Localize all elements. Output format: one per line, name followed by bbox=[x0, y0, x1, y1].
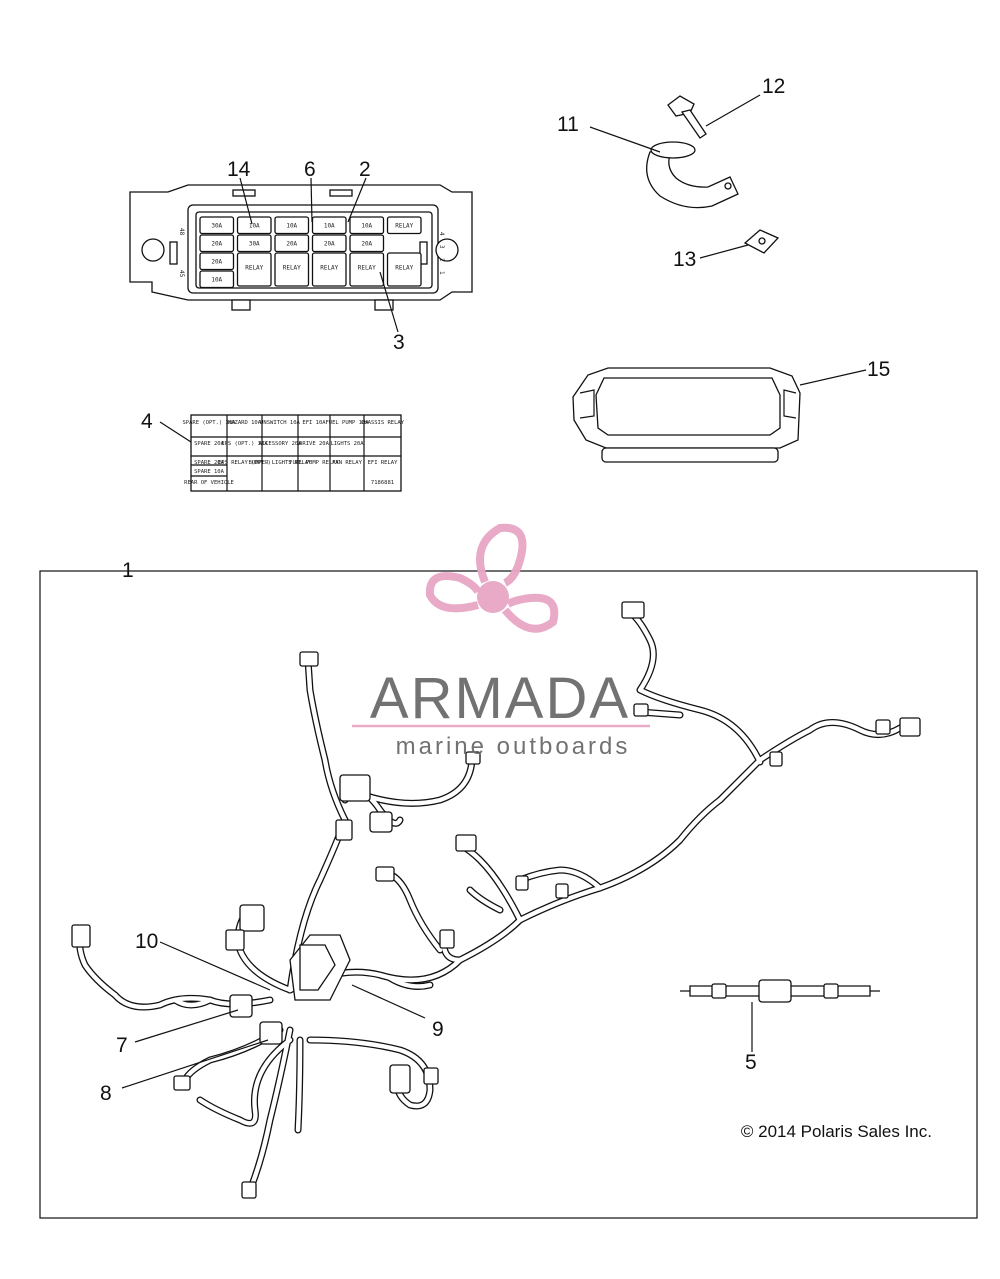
fuse-slot bbox=[349, 252, 385, 287]
callout-5: 5 bbox=[745, 1051, 757, 1074]
fuse-slot-label: 30A bbox=[249, 240, 260, 247]
decal-cell-text: SPARE (OPT.) 30A bbox=[183, 420, 237, 426]
fuse-slot bbox=[274, 234, 310, 253]
callout-9: 9 bbox=[432, 1018, 444, 1041]
decal-cell-text: 7186881 bbox=[371, 480, 394, 486]
callout-7: 7 bbox=[116, 1034, 128, 1057]
fuse-slot-label: RELAY bbox=[358, 265, 376, 272]
decal-cell-text: SPARE 20A bbox=[194, 441, 224, 447]
clip-nut bbox=[743, 229, 780, 254]
callout-12: 12 bbox=[762, 75, 785, 98]
callout-15: 15 bbox=[867, 358, 890, 381]
fuse-box: 30A 10A 10A 10A 10A RELAY 20A 30A 20A 20A 20A 20A RE… bbox=[129, 184, 473, 311]
fuse-slot-label: RELAY bbox=[395, 265, 413, 272]
fuse-box-side-num-3: 3 bbox=[438, 245, 445, 249]
copyright-notice: © 2014 Polaris Sales Inc. bbox=[741, 1122, 932, 1141]
clamp bbox=[646, 141, 739, 209]
fuse-slot-label: 10A bbox=[211, 276, 222, 283]
decal-cell-text: FUEL PUMP RELAY bbox=[289, 460, 339, 466]
fuse-slot bbox=[236, 252, 272, 287]
fuse-slot bbox=[349, 216, 385, 235]
fuse-slot bbox=[199, 216, 235, 235]
decal-cell-text: SPARE 10A bbox=[194, 469, 224, 475]
inline-fuse bbox=[680, 979, 880, 1003]
fuse-slot-label: 20A bbox=[286, 240, 297, 247]
fuse-slot bbox=[236, 234, 272, 253]
decal-cell-text: EFI RELAY bbox=[368, 460, 398, 466]
watermark-tagline: marine outboards bbox=[396, 733, 631, 760]
harness-frame bbox=[39, 570, 978, 1219]
fuse-slot bbox=[199, 234, 235, 253]
fuse-slot-label: 10A bbox=[361, 222, 372, 229]
callout-14: 14 bbox=[227, 158, 251, 181]
fuse-box-side-num-2: 2 bbox=[438, 258, 445, 262]
decal-cell-text: EPS (OPT.) 30A bbox=[221, 441, 268, 447]
fuse-slot bbox=[386, 216, 422, 235]
callout-8: 8 bbox=[100, 1082, 112, 1105]
decal-cell-text: REAR OF VEHICLE bbox=[184, 480, 234, 486]
fuse-slot-label: RELAY bbox=[245, 265, 263, 272]
fuse-slot-label: RELAY bbox=[320, 265, 338, 272]
callout-2: 2 bbox=[359, 158, 371, 181]
fuse-slot bbox=[274, 252, 310, 287]
decal-cell-text: SPARE 20A bbox=[194, 460, 224, 466]
decal-cell-text: FUEL PUMP 10A bbox=[325, 420, 369, 426]
callout-1: 1 bbox=[122, 559, 134, 582]
propeller-icon bbox=[425, 523, 559, 633]
fuse-slot bbox=[199, 252, 235, 271]
fuse-slot-label: 20A bbox=[361, 240, 372, 247]
callout-11: 11 bbox=[557, 113, 579, 136]
decal-cell-text: CHASSIS RELAY bbox=[361, 420, 405, 426]
callout-6: 6 bbox=[304, 158, 316, 181]
fuse-slot-label: RELAY bbox=[395, 222, 413, 229]
fuse-slot-label: 10A bbox=[324, 222, 335, 229]
decal-cell-text: BUMPER LIGHTS RELAY bbox=[249, 460, 313, 466]
decal-cell-text: LIGHTS 20A bbox=[330, 441, 364, 447]
watermark-logo: ARMADA marine outboards bbox=[352, 523, 650, 760]
fuse-slot bbox=[274, 216, 310, 235]
decal-cell-text: EPS RELAY (OPT.) bbox=[218, 460, 271, 466]
wiring-harness bbox=[71, 601, 921, 1199]
decal-cell-text: HAZARD 10A bbox=[228, 420, 262, 426]
decal-cell-text: ACCESSORY 20A bbox=[258, 441, 302, 447]
fuse-slot-label: 10A bbox=[286, 222, 297, 229]
fuse-slot-label: 10A bbox=[249, 222, 260, 229]
callout-10: 10 bbox=[135, 930, 158, 953]
fuse-slot-label: 20A bbox=[211, 258, 222, 265]
fuse-box-side-num-1: 1 bbox=[438, 271, 445, 275]
fuse-slot bbox=[199, 270, 235, 289]
fuse-box-cover bbox=[572, 367, 801, 463]
bolt bbox=[667, 95, 707, 139]
fuse-slot-label: 20A bbox=[211, 240, 222, 247]
watermark-brand: ARMADA bbox=[370, 666, 630, 731]
fuse-slot bbox=[349, 234, 385, 253]
fuse-box-side-num-4: 4 bbox=[438, 232, 445, 236]
fuse-slot-label: 20A bbox=[324, 240, 335, 247]
fuse-slot-label: 30A bbox=[211, 222, 222, 229]
callout-3: 3 bbox=[393, 331, 405, 354]
fuse-slot bbox=[236, 216, 272, 235]
callout-4: 4 bbox=[141, 410, 153, 433]
decal-cell-text: UNSWITCH 10A bbox=[260, 420, 300, 426]
fuse-box-side-left: 48 bbox=[178, 228, 185, 236]
fuse-slot-label: RELAY bbox=[283, 265, 301, 272]
fuse-slot bbox=[311, 216, 347, 235]
fuse-box-side-left-b: 45 bbox=[178, 270, 185, 278]
callout-13: 13 bbox=[673, 248, 696, 271]
decal-cell-text: FAN RELAY bbox=[332, 460, 362, 466]
fuse-slot bbox=[386, 252, 422, 287]
decal-cell-text: DRIVE 20A bbox=[299, 441, 329, 447]
fuse-slot bbox=[311, 234, 347, 253]
decal-cell-text: EFI 10A bbox=[302, 420, 326, 426]
fuse-slot bbox=[311, 252, 347, 287]
